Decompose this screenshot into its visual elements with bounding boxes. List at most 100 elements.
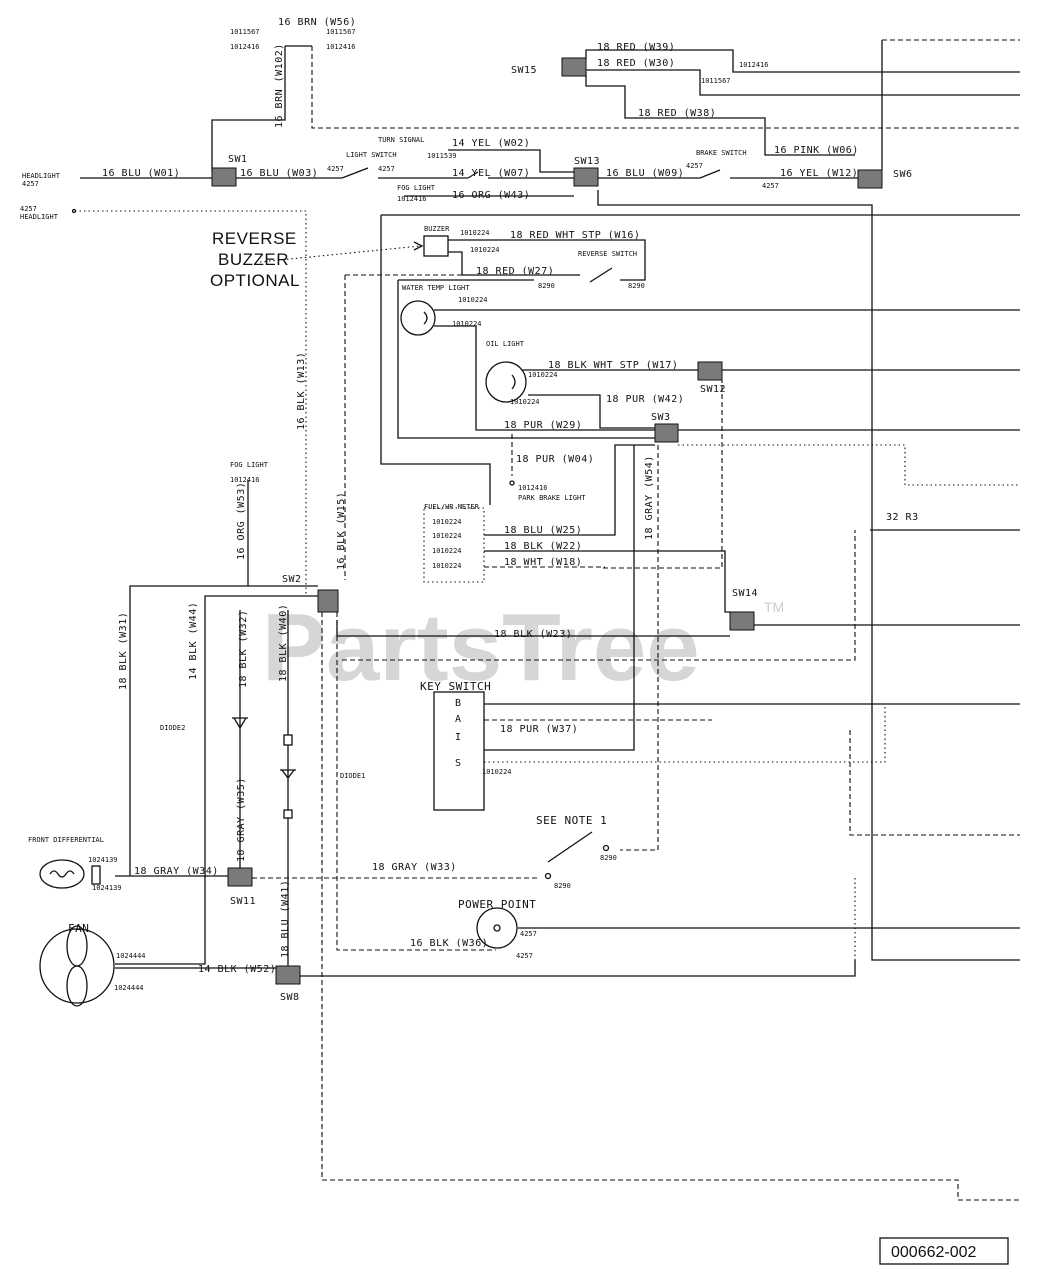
svg-text:1024139: 1024139: [92, 884, 122, 892]
fuse-symbol: [283, 734, 293, 746]
front-differential-symbol: [39, 859, 85, 889]
connector-sw14: [729, 611, 755, 631]
wire-w36: 16 BLK (W36): [410, 938, 488, 949]
label-fan: FAN: [68, 922, 89, 935]
svg-text:1011567: 1011567: [701, 77, 731, 85]
svg-text:8290: 8290: [628, 282, 645, 290]
svg-text:4257: 4257: [22, 180, 39, 188]
wire-w43: 16 ORG (W43): [452, 190, 530, 201]
svg-text:1024444: 1024444: [114, 984, 144, 992]
wire-w06: 16 PINK (W06): [774, 145, 859, 156]
svg-text:1011567: 1011567: [326, 28, 356, 36]
svg-text:1010224: 1010224: [460, 229, 490, 237]
note-reverse: REVERSE: [212, 229, 297, 248]
top-wiring: [75, 39, 1020, 961]
label-diode-b: DIODE1: [340, 772, 365, 780]
water-temp-light-symbol: [400, 300, 436, 336]
svg-text:1024139: 1024139: [88, 856, 118, 864]
key-terminal-s: S: [455, 758, 462, 769]
svg-text:1012416: 1012416: [518, 484, 548, 492]
wire-w35: 18 GRAY (W35): [236, 777, 247, 862]
svg-text:1012416: 1012416: [397, 195, 427, 203]
svg-text:1011567: 1011567: [230, 28, 260, 36]
wire-w39: 18 RED (W39): [597, 42, 675, 53]
label-fuel-hr-meter: FUEL/HR METER: [424, 503, 480, 511]
wire-w44: 14 BLK (W44): [188, 602, 199, 680]
label-oil-light: OIL LIGHT: [486, 340, 525, 348]
connector-sw2: [317, 589, 339, 613]
svg-text:4257: 4257: [520, 930, 537, 938]
wire-w23: 18 BLK (W23): [494, 629, 572, 640]
wire-w33: 18 GRAY (W33): [372, 862, 457, 873]
note-optional: OPTIONAL: [210, 271, 300, 290]
label-park-brake-light: PARK BRAKE LIGHT: [518, 494, 586, 502]
wire-w29: 18 PUR (W29): [504, 420, 582, 431]
label-sw13: SW13: [574, 156, 600, 167]
wire-w40: 18 BLK (W40): [278, 604, 289, 682]
svg-text:4257: 4257: [762, 182, 779, 190]
label-sw1: SW1: [228, 154, 248, 165]
wire-w03: 16 BLU (W03): [240, 168, 318, 179]
wire-w102: 16 BRN (W102): [274, 43, 285, 128]
front-differential-terminal: [91, 865, 101, 885]
label-fog-light-top: FOG LIGHT: [397, 184, 436, 192]
wire-w18: 18 WHT (W18): [504, 557, 582, 568]
fuel-hr-meter-box: [423, 507, 485, 583]
connector-sw15: [561, 57, 587, 77]
svg-text:1012416: 1012416: [739, 61, 769, 69]
svg-text:1010224: 1010224: [432, 532, 462, 540]
label-key-switch: KEY SWITCH: [420, 680, 491, 693]
ref-number: 000662-002: [891, 1244, 977, 1261]
ref-number-box: [879, 1237, 1009, 1265]
label-headlight-right: HEADLIGHT: [20, 213, 59, 221]
label-sw15: SW15: [511, 65, 537, 76]
key-switch-box: [433, 691, 485, 811]
label-fog-light-left: FOG LIGHT: [230, 461, 269, 469]
wire-w42: 18 PUR (W42): [606, 394, 684, 405]
label-sw3: SW3: [651, 412, 671, 423]
svg-text:1010224: 1010224: [432, 518, 462, 526]
diode-symbol: [232, 717, 248, 730]
svg-text:1012416: 1012416: [326, 43, 356, 51]
wire-w54: 18 GRAY (W54): [644, 455, 655, 540]
wire-w22: 18 BLK (W22): [504, 541, 582, 552]
wire-w41: 18 BLU (W41): [280, 880, 291, 958]
diode-2-symbol: [280, 769, 296, 780]
connector-sw1: [211, 167, 237, 187]
svg-text:8290: 8290: [600, 854, 617, 862]
wire-w16: 18 RED WHT STP (W16): [510, 230, 640, 241]
svg-text:1010224: 1010224: [482, 768, 512, 776]
connector-sw3: [654, 423, 679, 443]
wire-w13: 16 BLK (W13): [296, 352, 307, 430]
connector-sw6: [857, 169, 883, 189]
connector-sw12: [697, 361, 723, 381]
label-sw12: SW12: [700, 384, 726, 395]
key-terminal-a: A: [455, 714, 462, 725]
wire-w15: 16 BLK (W15): [336, 492, 347, 570]
wire-w02: 14 YEL (W02): [452, 138, 530, 149]
label-turn-signal: TURN SIGNAL: [378, 136, 424, 144]
label-sw8: SW8: [280, 992, 300, 1003]
svg-text:4257: 4257: [327, 165, 344, 173]
connector-sw8: [275, 965, 301, 985]
svg-text:8290: 8290: [554, 882, 571, 890]
svg-text:4257: 4257: [686, 162, 703, 170]
wire-w04: 18 PUR (W04): [516, 454, 594, 465]
wire-w52: 14 BLK (W52): [198, 964, 276, 975]
svg-text:1010224: 1010224: [528, 371, 558, 379]
svg-text:1010224: 1010224: [432, 547, 462, 555]
oil-light-symbol: [485, 361, 527, 403]
label-sw2: SW2: [282, 574, 302, 585]
connector-sw13: [573, 167, 599, 187]
svg-text:4257: 4257: [378, 165, 395, 173]
label-power-point: POWER POINT: [458, 898, 536, 911]
buzzer-symbol: [423, 235, 449, 257]
wire-w30: 18 RED (W30): [597, 58, 675, 69]
svg-text:1024444: 1024444: [116, 952, 146, 960]
label-headlight-left: HEADLIGHT: [22, 172, 61, 180]
wire-w32: 18 BLK (W32): [238, 610, 249, 688]
label-sw14: SW14: [732, 588, 758, 599]
svg-text:1012416: 1012416: [230, 476, 260, 484]
label-diode-a: DIODE2: [160, 724, 185, 732]
label-buzzer: BUZZER: [424, 225, 450, 233]
